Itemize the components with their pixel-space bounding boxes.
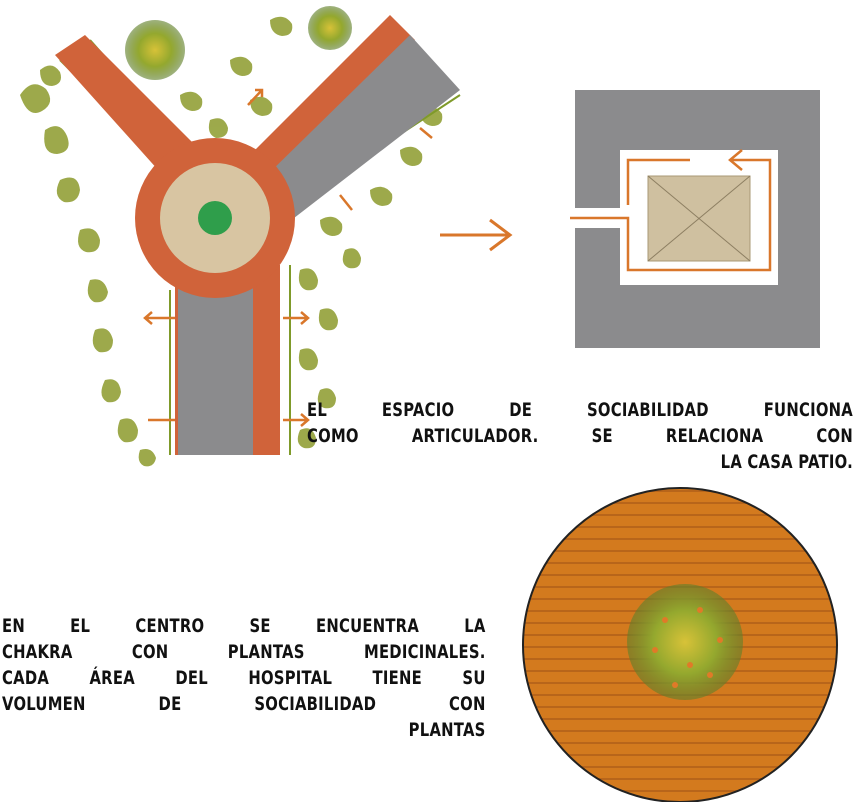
caption-chakra-line-5: PLANTAS	[408, 719, 486, 741]
flow-arrows	[143, 88, 433, 427]
tree-canopy	[125, 20, 185, 80]
caption-chakra: EN EL CENTRO SE ENCUENTRA LA CHAKRA CON …	[2, 613, 486, 743]
plant-dots	[652, 607, 723, 688]
chakra-diagram	[522, 487, 838, 802]
caption-chakra-line-2: CHAKRA CON PLANTAS MEDICINALES.	[2, 641, 486, 663]
casa-patio-diagram	[568, 90, 820, 348]
caption-chakra-line-4: VOLUMEN DE SOCIABILIDAD CON	[2, 693, 486, 715]
caption-chakra-line-1: EN EL CENTRO SE ENCUENTRA LA	[2, 615, 486, 637]
caption-chakra-line-3: CADA ÁREA DEL HOSPITAL TIENE SU	[2, 667, 486, 689]
road-northeast	[240, 15, 460, 225]
roundabout-center	[198, 201, 232, 235]
road-south	[175, 265, 280, 455]
patio-circulation-path	[570, 158, 772, 272]
tree-canopy	[308, 6, 352, 50]
caption-patio-line-3: LA CASA PATIO.	[720, 451, 853, 473]
caption-patio-line-2: COMO ARTICULADOR. SE RELACIONA CON	[307, 425, 853, 447]
caption-patio: EL ESPACIO DE SOCIABILIDAD FUNCIONA COMO…	[307, 397, 853, 475]
connector-arrow	[440, 218, 513, 252]
caption-patio-line-1: EL ESPACIO DE SOCIABILIDAD FUNCIONA	[307, 399, 853, 421]
medicinal-plants-cluster	[627, 584, 743, 700]
roundabout-plan	[20, 6, 461, 467]
